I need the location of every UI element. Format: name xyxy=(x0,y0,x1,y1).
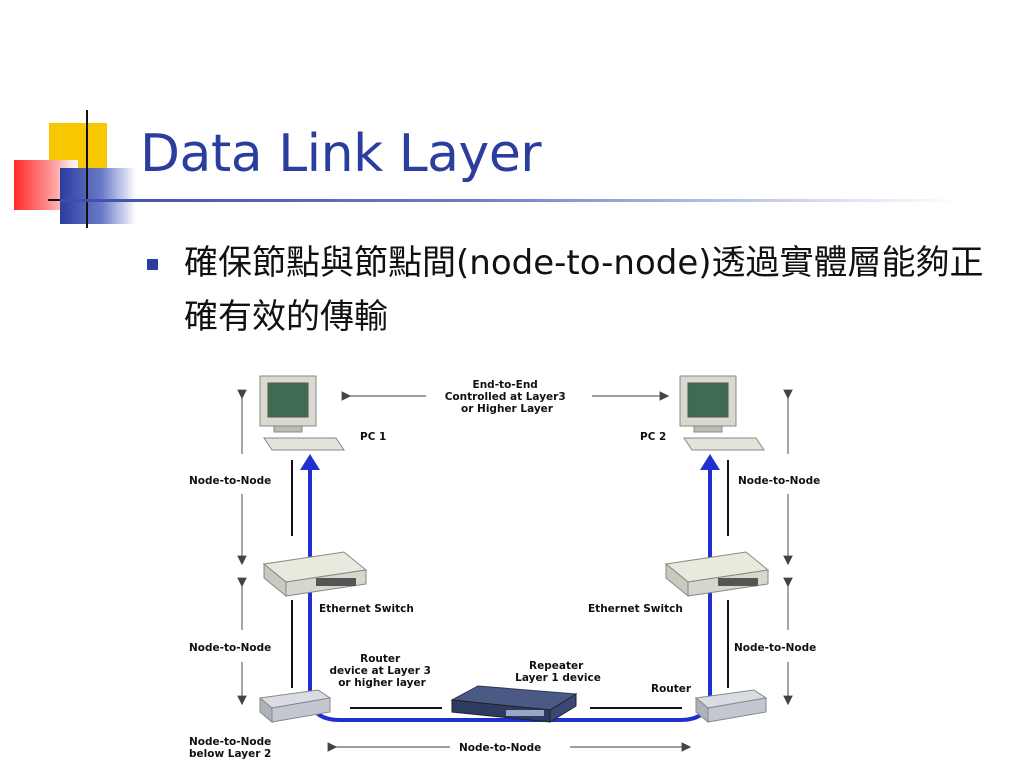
router-left-label: Router device at Layer 3 or higher layer xyxy=(329,653,434,689)
pc1-label: PC 1 xyxy=(360,431,386,443)
node-to-node-label: Node-to-Node xyxy=(189,475,271,487)
router-right-label: Router xyxy=(651,683,692,695)
scope-arrows xyxy=(237,389,793,752)
node-to-node-label: Node-to-Node xyxy=(459,742,541,754)
pc-icon xyxy=(259,375,345,451)
pc2-up-arrow-icon xyxy=(700,454,720,470)
ethernet-switch-label: Ethernet Switch xyxy=(319,603,414,615)
repeater-icon xyxy=(450,685,578,723)
bullet-icon xyxy=(147,259,158,270)
node-to-node-label: Node-to-Node xyxy=(189,642,271,654)
pc2-label: PC 2 xyxy=(640,431,666,443)
title-underline xyxy=(60,199,960,202)
router-icon xyxy=(258,689,332,724)
pc1-up-arrow-icon xyxy=(300,454,320,470)
bullet-text: 確保節點與節點間(node-to-node)透過實體層能夠正確有效的傳輸 xyxy=(184,243,984,337)
node-to-node-label: Node-to-Node xyxy=(738,475,820,487)
end-to-end-label: End-to-End Controlled at Layer3 or Highe… xyxy=(445,379,570,415)
network-diagram: End-to-End Controlled at Layer3 or Highe… xyxy=(189,375,820,760)
pc-icon xyxy=(679,375,765,451)
deco-vertical-line xyxy=(86,110,88,228)
node-below-layer2-label: Node-to-Node below Layer 2 xyxy=(189,736,275,760)
node-to-node-label: Node-to-Node xyxy=(734,642,816,654)
slide-title: Data Link Layer xyxy=(140,124,542,184)
link-bars xyxy=(291,460,729,709)
ethernet-switch-icon xyxy=(262,551,368,598)
ethernet-switch-label: Ethernet Switch xyxy=(588,603,683,615)
router-icon xyxy=(694,689,768,724)
ethernet-switch-icon xyxy=(664,551,770,598)
deco-blue-square xyxy=(60,168,136,224)
repeater-label: Repeater Layer 1 device xyxy=(515,660,601,684)
